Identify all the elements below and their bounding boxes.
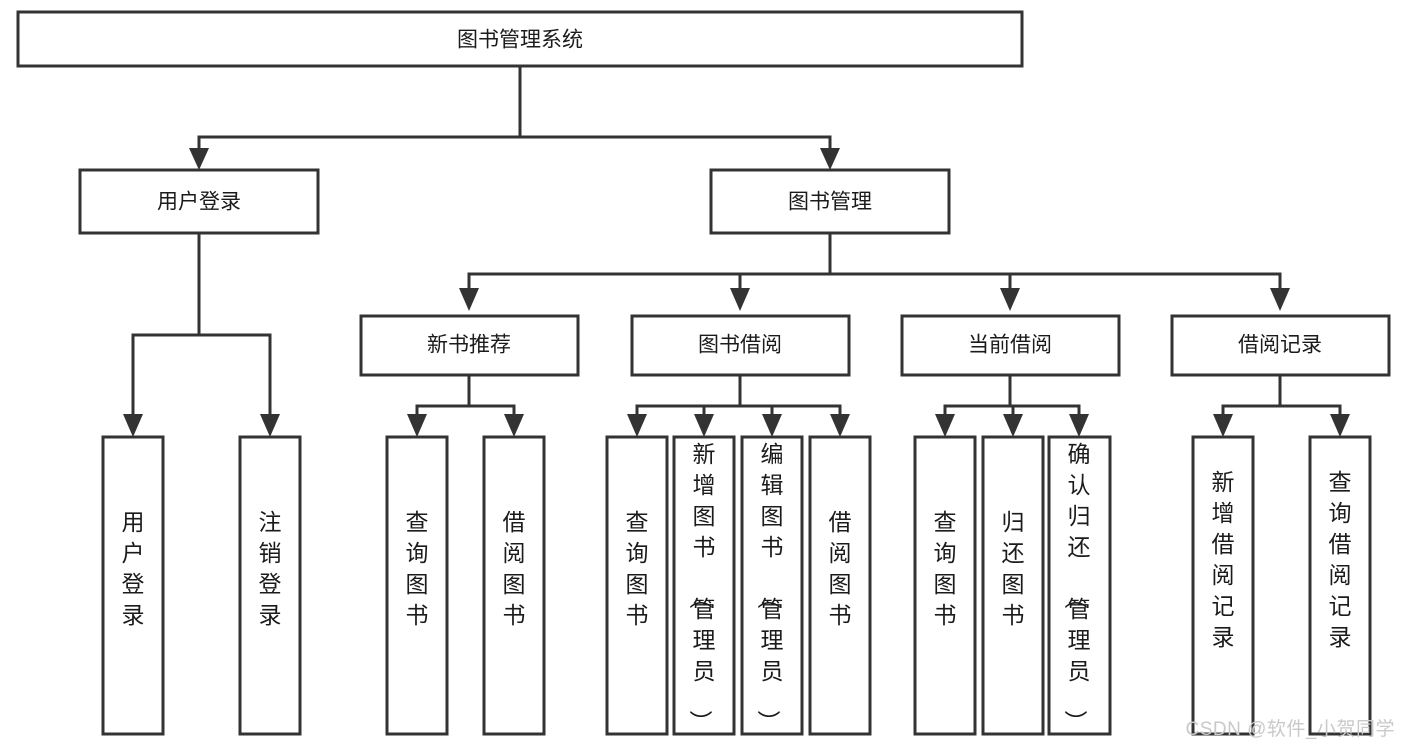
node-user-login-label: 用户登录 [157,191,241,214]
arrow-head-leaf-query-book-3 [935,414,955,437]
connector-group-book-borrow-to-leaves [627,373,850,437]
node-root-box[interactable] [16,10,1024,68]
node-leaf-query-record-label: 查询借阅记录 [1329,469,1352,650]
node-leaf-query-book-1-label: 查询图书 [406,509,429,628]
node-leaf-borrow-book-1[interactable]: 借阅图书 [482,435,546,736]
node-leaf-add-book-label: 新增图书（管理员） [688,441,716,733]
node-leaf-query-record[interactable]: 查询借阅记录 [1308,435,1372,736]
node-leaf-edit-book-label: 编辑图书（管理员） [756,441,784,733]
node-leaf-edit-book[interactable]: 编辑图书（管理员） [740,435,804,736]
node-leaf-user-login[interactable]: 用户登录 [101,435,165,736]
node-leaf-query-book-2-box[interactable] [605,435,669,736]
node-new-book-recommend[interactable]: 新书推荐 [359,314,580,377]
arrow-head-leaf-query-book-2 [627,414,647,437]
connector-group-root-to-level2 [189,64,840,170]
node-leaf-user-login-box[interactable] [101,435,165,736]
node-leaf-borrow-book-2-box[interactable] [808,435,872,736]
node-leaf-query-record-box[interactable] [1308,435,1372,736]
connector-group-borrow-record-to-leaves [1213,373,1350,437]
arrow-head-leaf-return-book [1003,414,1023,437]
node-user-login-box[interactable] [78,168,320,235]
node-book-borrow-label: 图书借阅 [698,334,782,357]
node-leaf-confirm-return[interactable]: 确认归还（管理员） [1047,435,1112,736]
node-leaf-query-book-3-label: 查询图书 [934,509,957,628]
node-leaf-edit-book-box[interactable] [740,435,804,736]
arrow-head-leaf-add-record [1213,414,1233,437]
node-leaf-borrow-book-2[interactable]: 借阅图书 [808,435,872,736]
node-leaf-query-book-2-label: 查询图书 [626,509,649,628]
connector-group-book-management-to-level3 [459,231,1290,311]
node-leaf-borrow-book-1-label: 借阅图书 [503,509,526,628]
node-leaf-add-record-label: 新增借阅记录 [1212,469,1235,650]
node-leaf-query-book-3-box[interactable] [913,435,977,736]
arrow-head-leaf-user-login [123,414,143,437]
node-leaf-confirm-return-label: 确认归还（管理员） [1063,441,1091,733]
node-book-management[interactable]: 图书管理 [709,168,951,235]
node-borrow-record[interactable]: 借阅记录 [1170,314,1391,377]
node-leaf-query-book-1-box[interactable] [385,435,449,736]
arrow-head-leaf-confirm-return [1069,414,1089,437]
node-new-book-recommend-label: 新书推荐 [427,334,511,357]
arrow-head-book-management [820,148,840,170]
arrow-head-leaf-borrow-book-1 [504,414,524,437]
arrow-head-leaf-query-book-1 [407,414,427,437]
node-leaf-query-book-3[interactable]: 查询图书 [913,435,977,736]
node-leaf-user-login-label: 用户登录 [122,509,145,628]
node-book-borrow[interactable]: 图书借阅 [630,314,851,377]
node-leaf-logout-login-box[interactable] [238,435,302,736]
node-leaf-logout-login[interactable]: 注销登录 [238,435,302,736]
arrow-head-borrow-record [1270,288,1290,311]
node-current-borrow-label: 当前借阅 [968,334,1052,357]
node-book-borrow-box[interactable] [630,314,851,377]
node-leaf-add-record[interactable]: 新增借阅记录 [1191,435,1255,736]
arrow-head-leaf-add-book [694,414,714,437]
arrow-head-leaf-borrow-book-2 [830,414,850,437]
node-leaf-borrow-book-1-box[interactable] [482,435,546,736]
arrow-head-user-login [189,148,209,170]
node-book-management-box[interactable] [709,168,951,235]
node-current-borrow-box[interactable] [900,314,1121,377]
arrow-head-book-borrow [730,288,750,311]
node-leaf-logout-login-label: 注销登录 [259,509,282,628]
arrow-head-new-book-recommend [459,288,479,311]
node-book-management-label: 图书管理 [788,191,872,214]
connector-group-new-book-recommend-to-leaves [407,373,524,437]
arrow-head-leaf-logout-login [260,414,280,437]
node-leaf-add-book-box[interactable] [672,435,736,736]
connector-group-user-login-to-leaves [123,231,280,437]
node-leaf-add-book[interactable]: 新增图书（管理员） [672,435,736,736]
arrow-head-leaf-edit-book [762,414,782,437]
node-root-label: 图书管理系统 [457,29,583,52]
arrow-head-current-borrow [1000,288,1020,311]
node-leaf-borrow-book-2-label: 借阅图书 [829,509,852,628]
node-leaf-return-book-box[interactable] [981,435,1045,736]
node-borrow-record-box[interactable] [1170,314,1391,377]
node-leaf-confirm-return-box[interactable] [1047,435,1112,736]
node-current-borrow[interactable]: 当前借阅 [900,314,1121,377]
node-leaf-add-record-box[interactable] [1191,435,1255,736]
node-user-login[interactable]: 用户登录 [78,168,320,235]
node-leaf-query-book-1[interactable]: 查询图书 [385,435,449,736]
node-leaf-return-book[interactable]: 归还图书 [981,435,1045,736]
arrow-head-leaf-query-record [1330,414,1350,437]
node-leaf-query-book-2[interactable]: 查询图书 [605,435,669,736]
node-new-book-recommend-box[interactable] [359,314,580,377]
connector-group-current-borrow-to-leaves [935,373,1089,437]
node-leaf-return-book-label: 归还图书 [1002,509,1025,628]
node-borrow-record-label: 借阅记录 [1238,334,1322,357]
node-root[interactable]: 图书管理系统 [16,10,1024,68]
